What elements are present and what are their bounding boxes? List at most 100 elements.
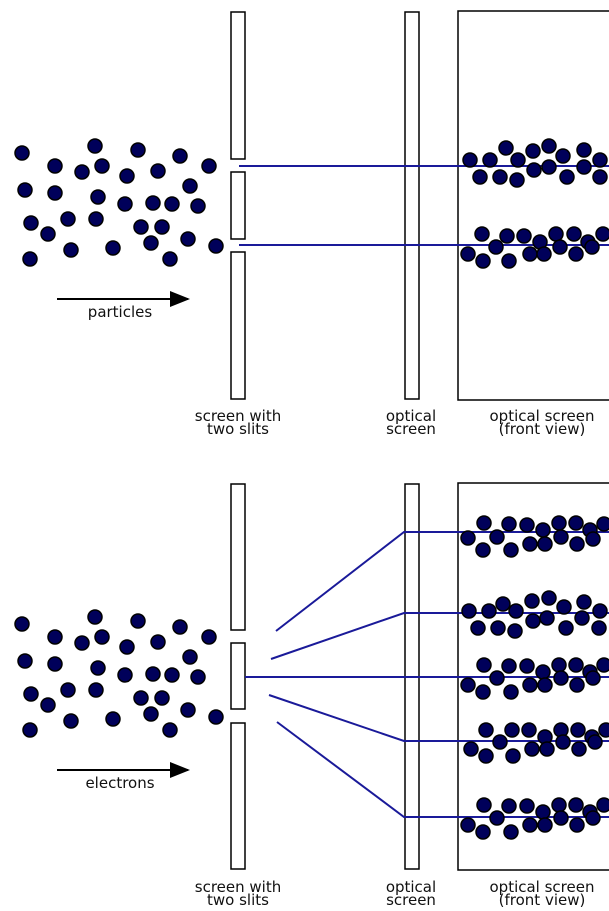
particle-dot: [521, 722, 537, 738]
particle-dot: [172, 148, 188, 164]
particle-dot: [509, 172, 525, 188]
particle-dot: [503, 684, 519, 700]
particle-dot: [17, 653, 33, 669]
particle-dot: [130, 142, 146, 158]
particle-dot: [182, 649, 198, 665]
interference-bands: [460, 515, 609, 840]
particle-dot: [143, 235, 159, 251]
slit-screen-upper-bar: [230, 483, 246, 631]
particle-dot: [503, 542, 519, 558]
particle-dot: [501, 253, 517, 269]
particle-dot: [592, 152, 608, 168]
particle-dot: [88, 682, 104, 698]
particle-dot: [164, 196, 180, 212]
particle-dot: [576, 594, 592, 610]
slit-screen-label: screen with two slits: [178, 407, 298, 437]
particle-dot: [592, 603, 608, 619]
particle-dot: [576, 159, 592, 175]
particle-dot: [551, 657, 567, 673]
particle-dot: [585, 810, 601, 826]
label-line: two slits: [207, 891, 269, 909]
particle-dot: [475, 684, 491, 700]
particle-dot: [508, 603, 524, 619]
particle-dot: [539, 610, 555, 626]
particle-dot: [537, 536, 553, 552]
particle-dot: [119, 639, 135, 655]
particle-dot: [90, 660, 106, 676]
particle-dot: [105, 240, 121, 256]
particle-dot: [94, 158, 110, 174]
particle-dot: [584, 239, 600, 255]
label-line: optical screen: [489, 878, 595, 896]
impact-bands: [460, 138, 609, 269]
particle-dot: [482, 152, 498, 168]
particle-dot: [596, 657, 609, 673]
bottom-panel: [14, 482, 609, 871]
particle-dot: [535, 522, 551, 538]
particle-dot: [47, 629, 63, 645]
particle-dot: [208, 238, 224, 254]
particle-dot: [133, 219, 149, 235]
particle-dot: [182, 178, 198, 194]
particle-dot: [47, 185, 63, 201]
particle-dot: [555, 734, 571, 750]
particle-dot: [162, 722, 178, 738]
particle-dot: [592, 169, 608, 185]
slit-screen-middle-bar: [230, 171, 246, 240]
particle-dot: [201, 629, 217, 645]
particle-dot: [569, 677, 585, 693]
particle-dot: [537, 677, 553, 693]
particle-dot: [143, 706, 159, 722]
particle-dot: [522, 677, 538, 693]
slit-screen-label: screen with two slits: [178, 880, 298, 909]
particle-dot: [519, 658, 535, 674]
particle-dot: [495, 596, 511, 612]
particle-dot: [460, 530, 476, 546]
particle-dot: [472, 169, 488, 185]
particle-dot: [537, 817, 553, 833]
particle-dot: [522, 246, 538, 262]
particle-dot: [145, 195, 161, 211]
label-line: optical: [385, 878, 437, 896]
particle-dot: [539, 741, 555, 757]
slit-screen-middle-bar: [230, 642, 246, 710]
particle-dot: [591, 620, 607, 636]
particle-dot: [117, 196, 133, 212]
particle-dot: [525, 613, 541, 629]
particle-dot: [150, 163, 166, 179]
particle-dot: [488, 239, 504, 255]
particle-dot: [595, 226, 609, 242]
particle-dot: [568, 515, 584, 531]
particle-dot: [498, 140, 514, 156]
particle-dot: [536, 246, 552, 262]
particle-dot: [475, 542, 491, 558]
particle-dot: [87, 138, 103, 154]
particle-dot: [208, 709, 224, 725]
particle-dot: [555, 148, 571, 164]
particle-dot: [510, 152, 526, 168]
particle-dot: [470, 620, 486, 636]
particle-dot: [190, 198, 206, 214]
particle-dot: [503, 824, 519, 840]
particle-dot: [541, 590, 557, 606]
particle-dot: [596, 797, 609, 813]
top-panel: [14, 10, 609, 401]
particle-dot: [40, 697, 56, 713]
front-view-label: optical screen (front view): [478, 409, 606, 437]
particle-dot: [475, 824, 491, 840]
particle-dot: [552, 239, 568, 255]
particle-dot: [60, 682, 76, 698]
particle-dot: [501, 516, 517, 532]
particle-dot: [88, 211, 104, 227]
ray: [270, 612, 609, 660]
label-line: screen with: [194, 407, 282, 425]
particle-dot: [541, 159, 557, 175]
particle-dot: [14, 616, 30, 632]
particle-dot: [172, 619, 188, 635]
particle-dot: [568, 246, 584, 262]
particle-dot: [481, 603, 497, 619]
particle-dot: [556, 599, 572, 615]
particle-dot: [150, 634, 166, 650]
particle-dot: [475, 253, 491, 269]
